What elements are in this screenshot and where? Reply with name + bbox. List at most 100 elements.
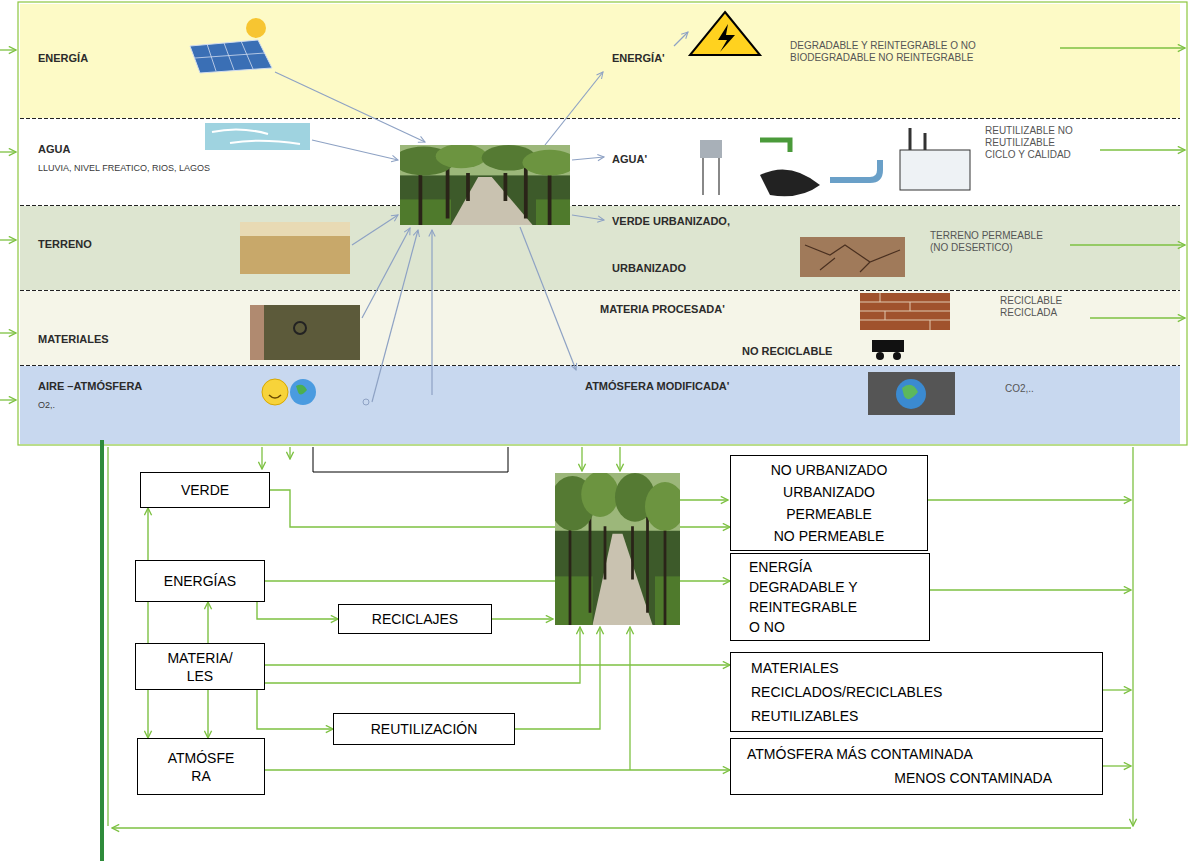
- wall-photo: [250, 305, 360, 360]
- band-label: O2,.: [38, 400, 55, 410]
- leader-arrow: [362, 228, 410, 318]
- box-label: RECICLADOS/RECICLABLES: [751, 680, 942, 704]
- box-label: ENERGÍAS: [164, 572, 236, 590]
- cart-wheel: [893, 352, 901, 360]
- flow-connector: [265, 664, 730, 665]
- band-fill: [20, 4, 1180, 118]
- text-slot: ATMÓSFERA MÁS CONTAMINADA: [747, 742, 1086, 766]
- text-slot: LLUVIA, NIVEL FREATICO, RIOS, LAGOS: [38, 157, 210, 175]
- field-photo: [240, 222, 350, 274]
- flow-arrow: [928, 499, 1131, 500]
- earth-photo: [868, 372, 955, 415]
- brick-wall: [860, 293, 950, 330]
- box-label: REUTILIZABLES: [751, 704, 858, 728]
- band-label: VERDE URBANIZADO,: [612, 215, 730, 227]
- flow-arrow: [629, 627, 630, 770]
- globe-icon: [290, 379, 316, 405]
- text-slot: MATERIA PROCESADA': [600, 299, 725, 317]
- box-label: URBANIZADO: [783, 481, 875, 503]
- process-box: MATERIA/ LES: [135, 643, 265, 690]
- process-box: VERDE: [140, 472, 270, 508]
- leader-arrow: [572, 215, 604, 220]
- band: TERRENO VERDE URBANIZADO, URBANIZADO TERREN…: [20, 206, 1180, 290]
- band: AIRE –ATMÓSFERAO2,.ATMÓSFERA MODIFICADA'…: [20, 366, 1180, 444]
- loop-line: [1132, 447, 1133, 826]
- flow-arrow: [265, 627, 580, 683]
- text-slot: URBANIZADO: [612, 258, 686, 276]
- box-label: PERMEABLE: [786, 503, 872, 525]
- result-box: ENERGÍADEGRADABLE Y REINTEGRABLEO NO: [730, 553, 930, 641]
- field-sky: [240, 222, 350, 236]
- inflow-arrow: [0, 151, 16, 152]
- process-box: ATMÓSFE RA: [137, 738, 265, 795]
- result-box: NO URBANIZADOURBANIZADOPERMEABLENO PERME…: [730, 455, 928, 551]
- band-label: LLUVIA, NIVEL FREATICO, RIOS, LAGOS: [38, 163, 210, 173]
- leader-arrow: [572, 157, 604, 160]
- leader-arrow: [431, 230, 432, 395]
- band-label: DEGRADABLE Y REINTEGRABLE O NO BIODEGRAD…: [790, 40, 1050, 64]
- box-label: MATERIA/ LES: [167, 649, 232, 685]
- coal-cart: [872, 340, 904, 352]
- empty-box: [313, 447, 508, 472]
- text-slot: ATMÓSFERA MODIFICADA': [585, 376, 729, 394]
- text-slot: TERRENO PERMEABLE (NO DESERTICO): [930, 230, 1050, 255]
- band-fill: [20, 366, 1180, 444]
- ground-crack: [805, 245, 900, 272]
- tap: [760, 140, 790, 152]
- tower-legs: [703, 158, 719, 195]
- down-arrow: [289, 447, 290, 459]
- text-slot: CO2,..: [1005, 378, 1034, 396]
- box-label: ENERGÍA: [749, 557, 812, 577]
- band-label: CO2,..: [1005, 383, 1034, 395]
- sun-icon: [246, 18, 266, 38]
- text-slot: URBANIZADO: [739, 481, 919, 503]
- outflow-arrow: [1070, 244, 1185, 245]
- band-label: NO RECICLABLE: [742, 345, 832, 357]
- box-label: DEGRADABLE Y REINTEGRABLE: [749, 577, 911, 617]
- text-slot: AGUA: [38, 139, 70, 157]
- flow-connector: [257, 602, 338, 619]
- text-slot: ENERGÍA: [749, 557, 911, 577]
- text-slot: ENERGÍA': [612, 48, 665, 66]
- box-label: O NO: [749, 617, 785, 637]
- band-label: ENERGÍA': [612, 52, 665, 64]
- text-slot: O2,.: [38, 394, 55, 412]
- band-divider: [20, 119, 1180, 366]
- inflow-arrow: [0, 239, 16, 240]
- text-slot: ENERGÍAS: [142, 572, 258, 590]
- text-slot: DEGRADABLE Y REINTEGRABLE O NO BIODEGRAD…: [790, 40, 1050, 65]
- small-ring: [363, 399, 369, 405]
- chimney: [910, 128, 925, 150]
- band-fill: [20, 291, 1180, 365]
- inflow-arrow: [0, 399, 16, 400]
- text-slot: NO RECICLABLE: [742, 341, 832, 359]
- flow-arrow: [515, 627, 600, 729]
- loop-line: [107, 447, 108, 826]
- solar-grid: [195, 41, 265, 71]
- band-label: AGUA': [612, 153, 647, 165]
- flow-arrow: [1103, 765, 1131, 766]
- panel-outline: [18, 2, 1187, 445]
- band-label: AGUA: [38, 143, 70, 155]
- text-slot: NO PERMEABLE: [739, 525, 919, 547]
- loop-line: [112, 827, 1131, 828]
- band-label: ENERGÍA: [38, 52, 88, 64]
- band: ENERGÍA ENERGÍA' DEGRADABLE Y REINTEGRABLE…: [20, 4, 1180, 118]
- outflow-arrow: [1100, 149, 1185, 150]
- band-label: TERRENO PERMEABLE (NO DESERTICO): [930, 230, 1050, 254]
- process-box: REUTILIZACIÓN: [333, 713, 515, 745]
- result-box: ATMÓSFERA MÁS CONTAMINADAMENOS CONTAMINA…: [730, 738, 1103, 795]
- park-photo: [550, 471, 685, 625]
- leader-arrow: [545, 72, 603, 145]
- leader-arrow: [352, 215, 398, 245]
- process-box: RECICLAJES: [338, 604, 492, 634]
- flow-arrow: [1103, 689, 1131, 690]
- band-label: URBANIZADO: [612, 262, 686, 274]
- text-slot: MATERIA/ LES: [142, 649, 258, 685]
- water-ripple: [212, 129, 300, 144]
- side-bar: [100, 440, 104, 861]
- earth-land: [902, 385, 918, 399]
- text-slot: TERRENO: [38, 234, 92, 252]
- leader-arrow: [312, 140, 398, 160]
